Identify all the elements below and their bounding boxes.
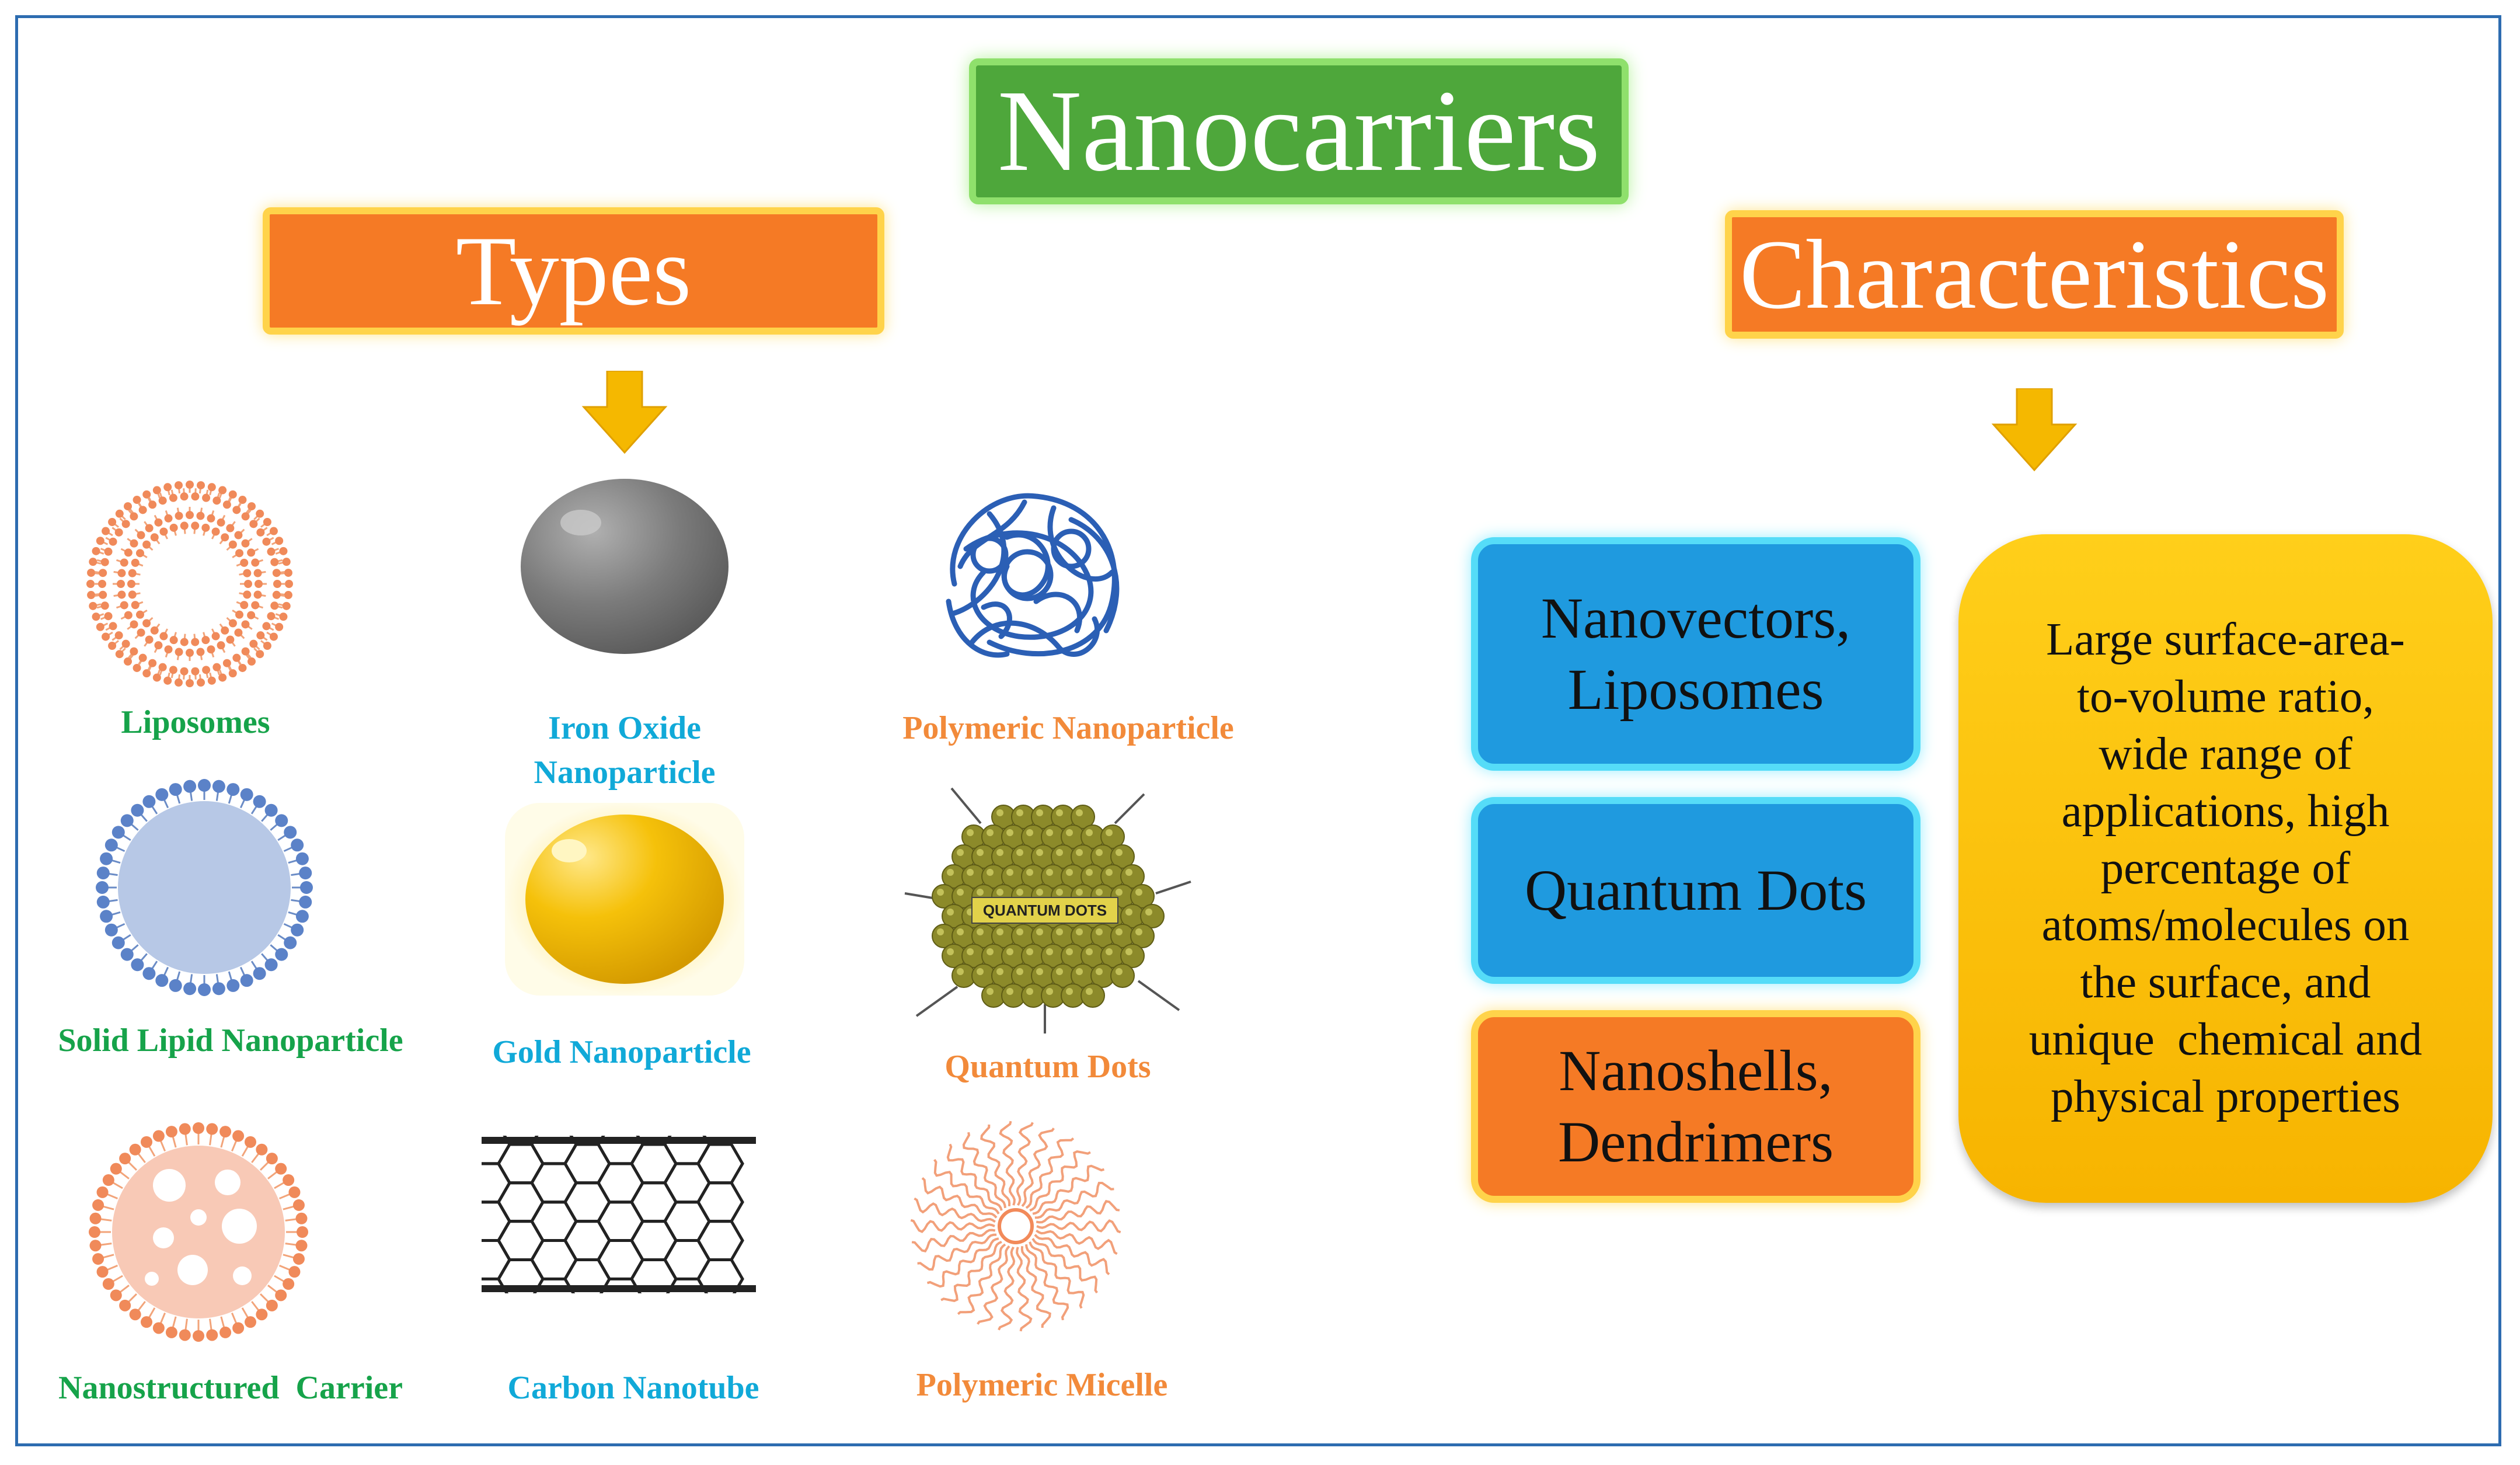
- gold-nanoparticle-label: Gold Nanoparticle: [492, 1034, 751, 1070]
- properties-text: Large surface-area- to-volume ratio, wid…: [2028, 614, 2423, 1123]
- quantum-dots-illustration: QUANTUM DOTS: [904, 787, 1191, 1033]
- liposome-illustration: [86, 481, 293, 687]
- polymeric-micelle-illustration: [910, 1121, 1121, 1332]
- quantum-dots-inner-label: QUANTUM DOTS: [983, 902, 1107, 919]
- types-heading: Types: [455, 215, 692, 326]
- characteristics-heading: Characteristics: [1739, 219, 2330, 329]
- nanostructured-carrier-illustration: [89, 1122, 308, 1342]
- carbon-nanotube-label: Carbon Nanotube: [507, 1370, 759, 1406]
- types-heading-box: Types: [263, 207, 884, 335]
- characteristics-heading-box: Characteristics: [1725, 210, 2344, 339]
- down-arrow-icon: [1991, 388, 2078, 472]
- title-text: Nanocarriers: [997, 67, 1601, 196]
- polymeric-micelle-label: Polymeric Micelle: [916, 1367, 1168, 1403]
- properties-box: Large surface-area- to-volume ratio, wid…: [1958, 534, 2493, 1203]
- iron-oxide-nanoparticle-illustration: [521, 479, 729, 654]
- down-arrow-icon: [581, 371, 668, 454]
- quantum-dots-text: Quantum Dots: [1524, 858, 1867, 923]
- carbon-nanotube-illustration: [482, 1136, 756, 1293]
- quantum-dots-box: Quantum Dots: [1471, 797, 1921, 984]
- iron-oxide-label: Iron Oxide Nanoparticle: [534, 710, 716, 791]
- nanoshells-box: Nanoshells, Dendrimers: [1471, 1010, 1921, 1203]
- nanostructured-carrier-label: Nanostructured Carrier: [58, 1370, 403, 1406]
- nanoshells-text: Nanoshells, Dendrimers: [1557, 1038, 1834, 1174]
- quantum-dots-label: Quantum Dots: [944, 1049, 1151, 1085]
- gold-nanoparticle-illustration: [505, 803, 744, 996]
- title-box: Nanocarriers: [969, 58, 1629, 204]
- polymeric-nanoparticle-label: Polymeric Nanoparticle: [902, 710, 1234, 746]
- polymeric-nanoparticle-illustration: [946, 493, 1120, 658]
- nanovectors-box: Nanovectors, Liposomes: [1471, 537, 1921, 771]
- solid-lipid-label: Solid Lipid Nanoparticle: [58, 1022, 403, 1059]
- solid-lipid-nanoparticle-illustration: [96, 779, 313, 996]
- nanovectors-text: Nanovectors, Liposomes: [1540, 586, 1851, 722]
- liposomes-label: Liposomes: [121, 704, 270, 740]
